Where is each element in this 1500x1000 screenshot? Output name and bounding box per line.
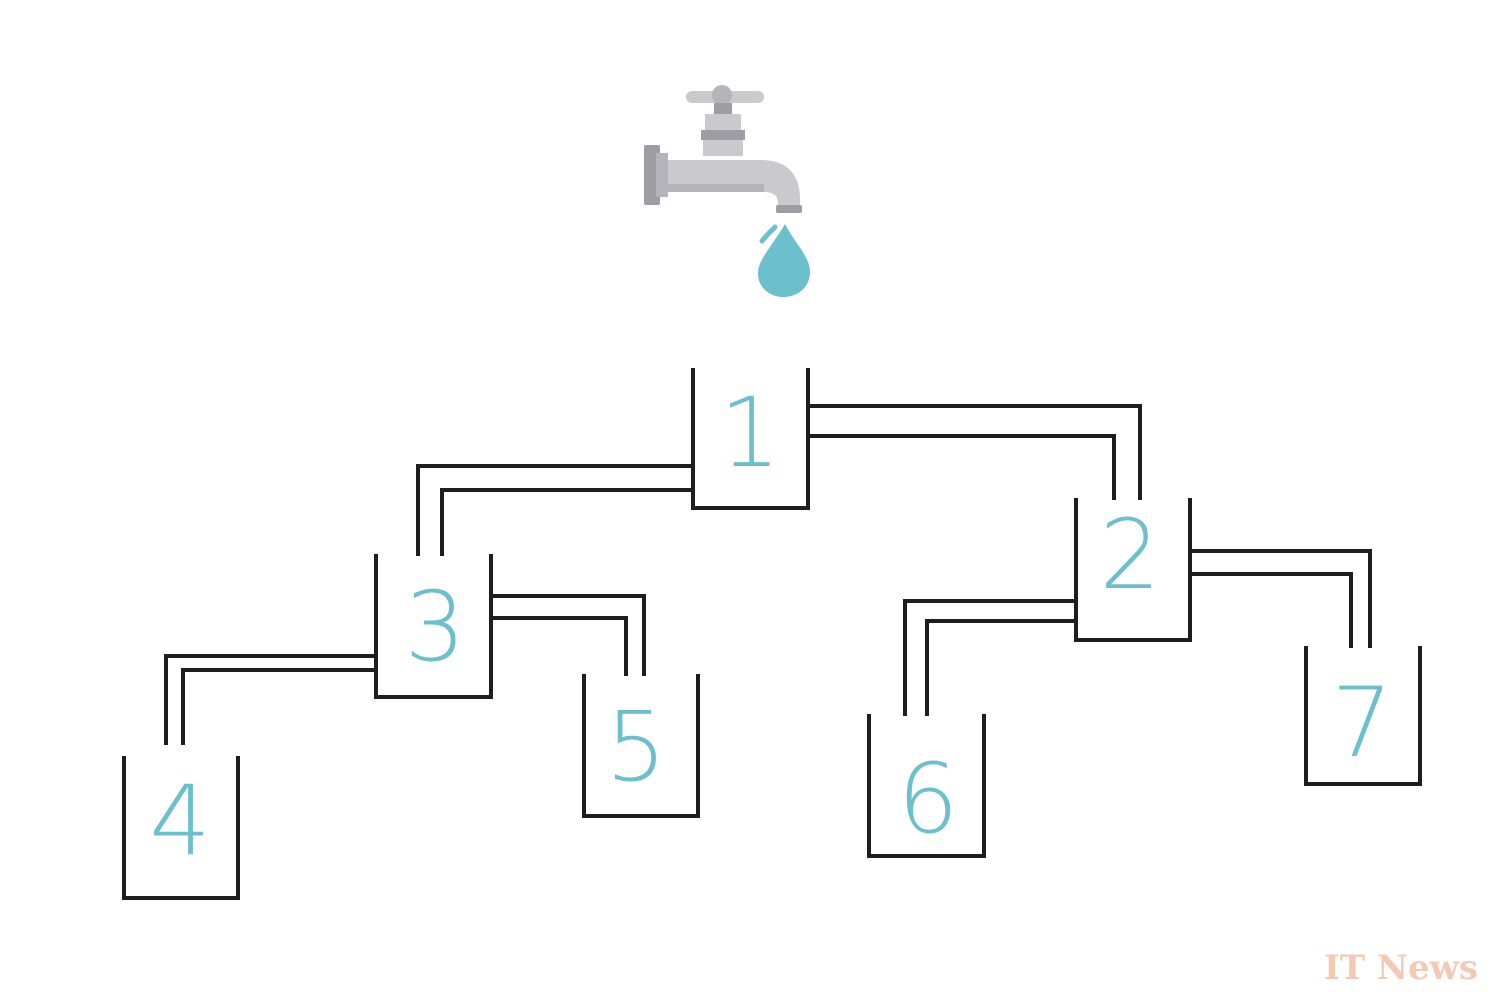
water-drop-icon [758, 224, 810, 297]
cup-label-6: 6 [897, 743, 958, 855]
cup-label-4: 4 [149, 765, 210, 877]
pipe-1-to-3 [416, 464, 693, 556]
pipe-2-to-6-inner [925, 619, 1076, 716]
cup-4: 4 [122, 756, 240, 900]
pipes [164, 404, 1372, 745]
pipe-3-to-4 [164, 654, 376, 745]
pipe-3-to-5-inner [491, 616, 628, 676]
cup-label-5: 5 [605, 691, 666, 803]
pipe-3-to-5 [491, 594, 646, 676]
pipe-1-to-2-inner [810, 434, 1116, 500]
cup-2: 2 [1074, 498, 1192, 642]
cup-1: 1 [691, 368, 810, 510]
cup-label-2: 2 [1099, 499, 1160, 611]
pipe-2-to-7 [1192, 549, 1372, 648]
pipe-2-to-7-inner [1192, 572, 1353, 648]
cup-3: 3 [374, 554, 493, 699]
cup-label-3: 3 [404, 571, 465, 683]
pipe-1-to-3-inner [440, 488, 693, 556]
cup-6: 6 [867, 714, 986, 858]
cup-label-1: 1 [719, 377, 780, 489]
pipe-3-to-4-inner [181, 668, 376, 745]
cup-label-7: 7 [1331, 667, 1392, 779]
cup-5: 5 [582, 674, 700, 818]
pipe-2-to-6 [903, 599, 1076, 716]
water-faucet-icon [644, 85, 802, 213]
pipe-1-to-2 [810, 404, 1142, 500]
cup-7: 7 [1304, 646, 1422, 786]
watermark-logo: IT News [1323, 948, 1478, 988]
